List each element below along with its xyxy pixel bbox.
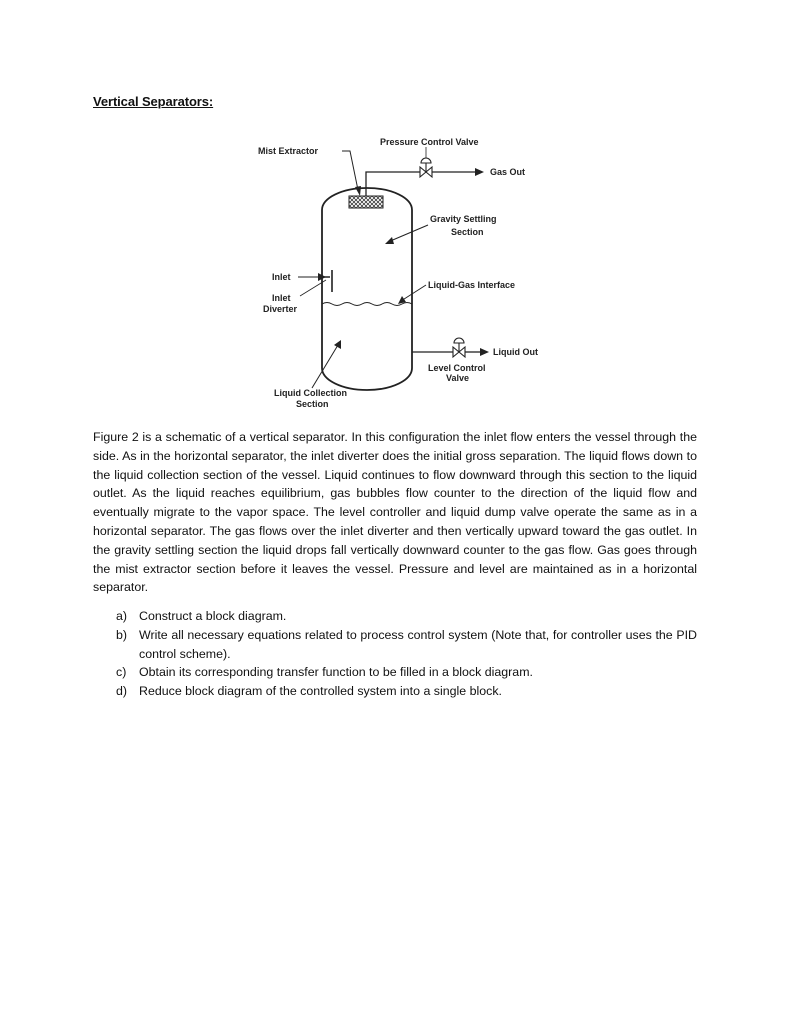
vertical-separator-figure: Mist Extractor Pressure Control Valve Ga… <box>250 130 550 415</box>
gas-out-arrow-icon <box>475 168 484 176</box>
question-text: Write all necessary equations related to… <box>139 627 697 661</box>
label-mist-extractor: Mist Extractor <box>258 146 319 156</box>
question-item: b) Write all necessary equations related … <box>93 626 697 664</box>
liquid-out-arrow-icon <box>480 348 489 356</box>
mist-extractor-pad <box>348 195 384 209</box>
section-heading: Vertical Separators: <box>93 94 214 109</box>
label-level-control-valve-1: Level Control <box>428 363 486 373</box>
question-item: a) Construct a block diagram. <box>93 607 697 626</box>
question-text: Reduce block diagram of the controlled s… <box>139 684 502 699</box>
label-liquid-collection-1: Liquid Collection <box>274 388 347 398</box>
label-inlet: Inlet <box>272 272 291 282</box>
label-inlet-diverter-2: Diverter <box>263 304 298 314</box>
question-text: Obtain its corresponding transfer functi… <box>139 665 533 680</box>
label-inlet-diverter-1: Inlet <box>272 293 291 303</box>
question-marker: d) <box>116 684 128 699</box>
label-gravity-settling-section: Section <box>451 227 484 237</box>
liquid-gas-interface-line <box>321 302 413 306</box>
level-control-valve-icon <box>452 337 466 359</box>
label-level-control-valve-2: Valve <box>446 373 469 383</box>
gas-outlet-pipe <box>365 171 426 196</box>
label-liquid-out: Liquid Out <box>493 347 538 357</box>
pressure-control-valve-icon <box>419 157 433 179</box>
label-gas-out: Gas Out <box>490 167 525 177</box>
label-liquid-gas-interface: Liquid-Gas Interface <box>428 280 515 290</box>
vessel-outline <box>321 187 413 391</box>
description-paragraph: Figure 2 is a schematic of a vertical se… <box>93 430 697 595</box>
question-item: d) Reduce block diagram of the controlled… <box>93 682 697 701</box>
label-pressure-control-valve: Pressure Control Valve <box>380 137 479 147</box>
separator-schematic: Mist Extractor Pressure Control Valve Ga… <box>258 137 538 409</box>
question-list: a) Construct a block diagram. b) Write all… <box>93 607 697 701</box>
label-gravity-settling: Gravity Settling <box>430 214 497 224</box>
question-text: Construct a block diagram. <box>139 609 287 623</box>
inlet-diverter <box>323 270 333 292</box>
label-liquid-collection-2: Section <box>296 399 329 409</box>
question-marker: b) <box>116 627 128 642</box>
question-marker: c) <box>116 665 127 680</box>
question-marker: a) <box>116 609 128 623</box>
question-item: c) Obtain its corresponding transfer func… <box>93 663 697 682</box>
